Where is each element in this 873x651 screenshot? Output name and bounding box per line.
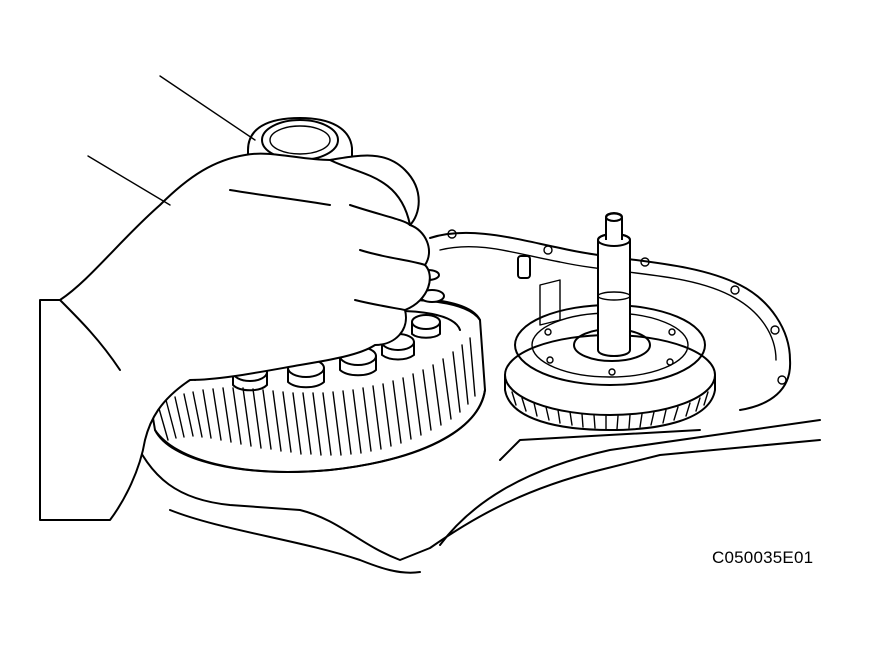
transaxle-case [129, 229, 821, 574]
differential-gear [504, 212, 716, 431]
figure-code-label: C050035E01 [712, 548, 814, 567]
hand-with-bearing [39, 75, 431, 521]
